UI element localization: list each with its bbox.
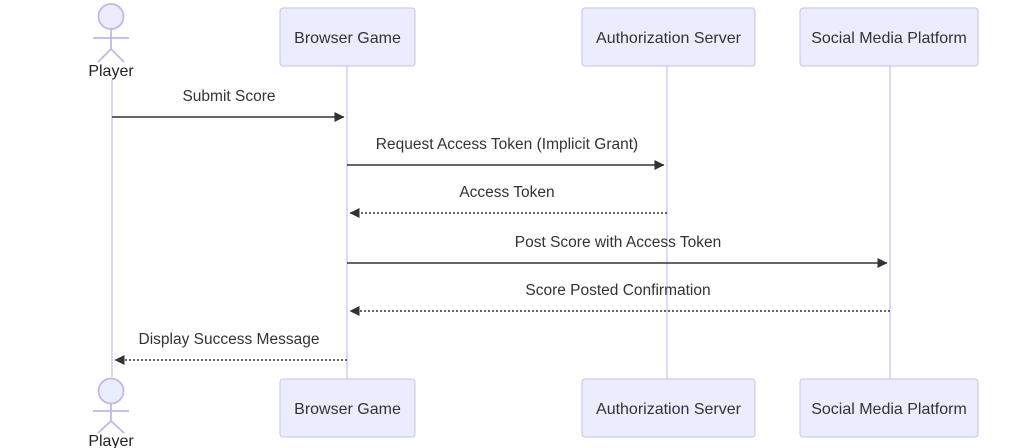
participant-box-browser-game-bottom — [279, 378, 416, 438]
participant-label-browser-game-bottom: Browser Game — [294, 401, 401, 418]
message-label-score-posted-confirmation: Score Posted Confirmation — [525, 282, 710, 299]
actor-head-icon — [97, 377, 125, 405]
participant-label-social-media-platform-top: Social Media Platform — [811, 30, 967, 47]
actor-player-bottom: Player — [88, 377, 134, 448]
participants-bottom: Browser Game Authorization Server Social… — [279, 378, 979, 438]
participant-label-browser-game-top: Browser Game — [294, 30, 401, 47]
participant-box-authorization-server-bottom — [581, 378, 756, 438]
message-label-post-score: Post Score with Access Token — [515, 234, 721, 251]
participant-box-authorization-server-top — [581, 7, 756, 67]
actor-label-player-top: Player — [88, 63, 134, 80]
message-label-display-success-message: Display Success Message — [139, 331, 320, 348]
message-label-submit-score: Submit Score — [182, 88, 275, 105]
actor-leg-right-icon — [110, 48, 125, 63]
actor-head-icon — [97, 3, 125, 30]
participant-box-browser-game-top — [279, 7, 416, 67]
participant-label-authorization-server-bottom: Authorization Server — [596, 401, 742, 418]
participant-box-social-media-platform-top — [799, 7, 979, 67]
participant-label-authorization-server-top: Authorization Server — [596, 30, 742, 47]
actor-label-player-bottom: Player — [88, 433, 134, 448]
participant-label-social-media-platform-bottom: Social Media Platform — [811, 401, 967, 418]
actor-player-top: Player — [88, 3, 134, 80]
message-label-request-access-token: Request Access Token (Implicit Grant) — [376, 136, 638, 153]
message-label-access-token: Access Token — [459, 184, 554, 201]
lifelines — [111, 66, 891, 380]
actor-leg-left-icon — [97, 48, 112, 63]
actor-leg-left-icon — [97, 420, 112, 434]
participants-top: Browser Game Authorization Server Social… — [279, 7, 979, 67]
participant-box-social-media-platform-bottom — [799, 378, 979, 438]
messages: Submit Score Request Access Token (Impli… — [112, 88, 890, 365]
actor-leg-right-icon — [110, 420, 125, 434]
